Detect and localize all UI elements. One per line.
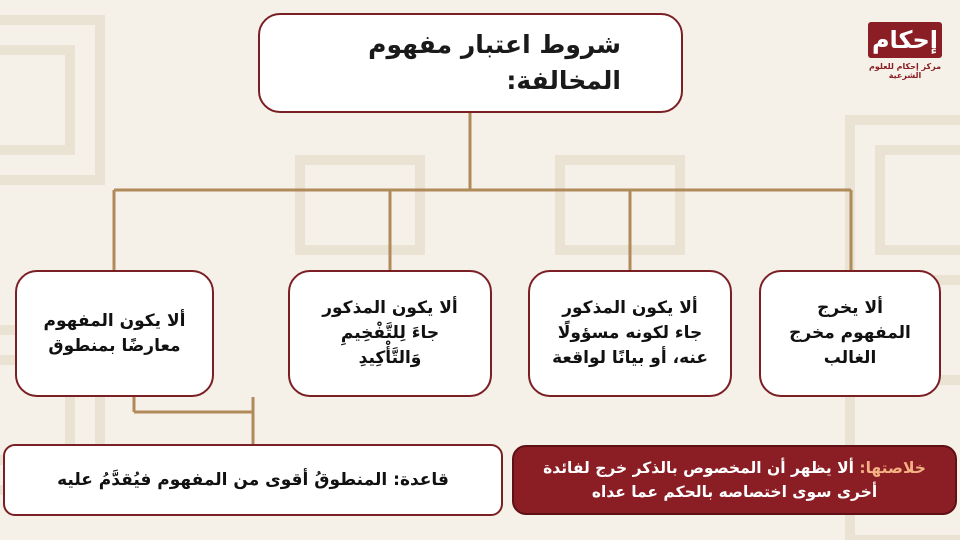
logo: إحكام مركز إحكام للعلوم الشرعية <box>860 20 950 90</box>
condition-box-2: ألا يكون المذكور جاء لكونه مسؤولًا عنه، … <box>528 270 732 397</box>
rule-text: قاعدة: المنطوقُ أقوى من المفهوم فيُقدَّم… <box>57 470 449 490</box>
logo-subtitle: مركز إحكام للعلوم الشرعية <box>868 62 942 80</box>
summary-text: خلاصتها: ألا يظهر أن المخصوص بالذكر خرج … <box>524 456 945 504</box>
logo-mark: إحكام <box>868 22 942 58</box>
condition-box-3: ألا يكون المذكور جاءَ لِلتَّفْخِيمِ وَال… <box>288 270 492 397</box>
condition-box-4: ألا يكون المفهوم معارضًا بمنطوق <box>15 270 214 397</box>
condition-text-1: ألا يخرج المفهوم مخرج الغالب <box>789 298 911 368</box>
diagram-title: شروط اعتبار مفهوم المخالفة: <box>368 30 621 95</box>
condition-text-4: ألا يكون المفهوم معارضًا بمنطوق <box>43 310 186 356</box>
summary-lead: خلاصتها: <box>859 459 926 477</box>
condition-text-2: ألا يكون المذكور جاء لكونه مسؤولًا عنه، … <box>552 298 708 368</box>
summary-box: خلاصتها: ألا يظهر أن المخصوص بالذكر خرج … <box>512 445 957 515</box>
rule-box: قاعدة: المنطوقُ أقوى من المفهوم فيُقدَّم… <box>3 444 503 516</box>
condition-box-1: ألا يخرج المفهوم مخرج الغالب <box>759 270 941 397</box>
diagram-title-box: شروط اعتبار مفهوم المخالفة: <box>258 13 683 113</box>
condition-text-3: ألا يكون المذكور جاءَ لِلتَّفْخِيمِ وَال… <box>322 298 458 368</box>
summary-body: ألا يظهر أن المخصوص بالذكر خرج لفائدة أخ… <box>543 459 878 501</box>
